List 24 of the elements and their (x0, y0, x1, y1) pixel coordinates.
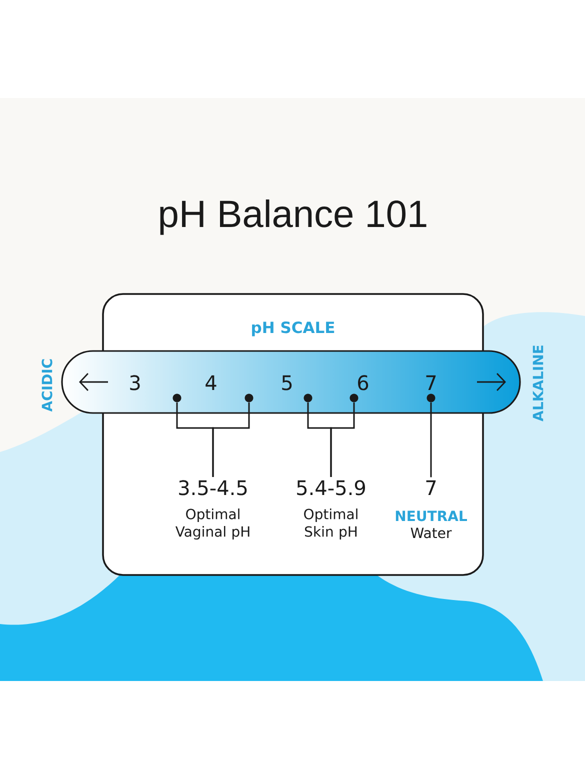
title: pH Balance 101 (160, 199, 426, 235)
marker-dot (244, 394, 254, 402)
card-heading: pH SCALE (252, 322, 334, 336)
scale-number: 3 (130, 375, 140, 390)
marker-dot (172, 394, 182, 402)
leader-line (212, 402, 250, 477)
value-label: 7 (426, 480, 436, 495)
scale-number: 6 (358, 375, 368, 390)
marker-dot (350, 394, 358, 402)
caption-text: Water (410, 528, 452, 538)
caption-text: Optimal Skin pH (304, 508, 358, 540)
side-label: ACIDIC (42, 359, 52, 412)
leader-line (430, 402, 432, 478)
scale-number: 7 (426, 375, 436, 390)
marker-dot (426, 394, 436, 402)
value-label: 5.4-5.9 (297, 480, 365, 496)
scale-number: 4 (206, 375, 216, 390)
scale-number: 5 (282, 375, 292, 390)
side-label: ALKALINE (532, 346, 544, 422)
caption-text: Optimal Vaginal pH (175, 508, 250, 540)
value-label: 3.5-4.5 (179, 480, 247, 496)
category-label: NEUTRAL (396, 510, 467, 522)
marker-dot (304, 394, 312, 402)
leader-line (330, 402, 355, 477)
